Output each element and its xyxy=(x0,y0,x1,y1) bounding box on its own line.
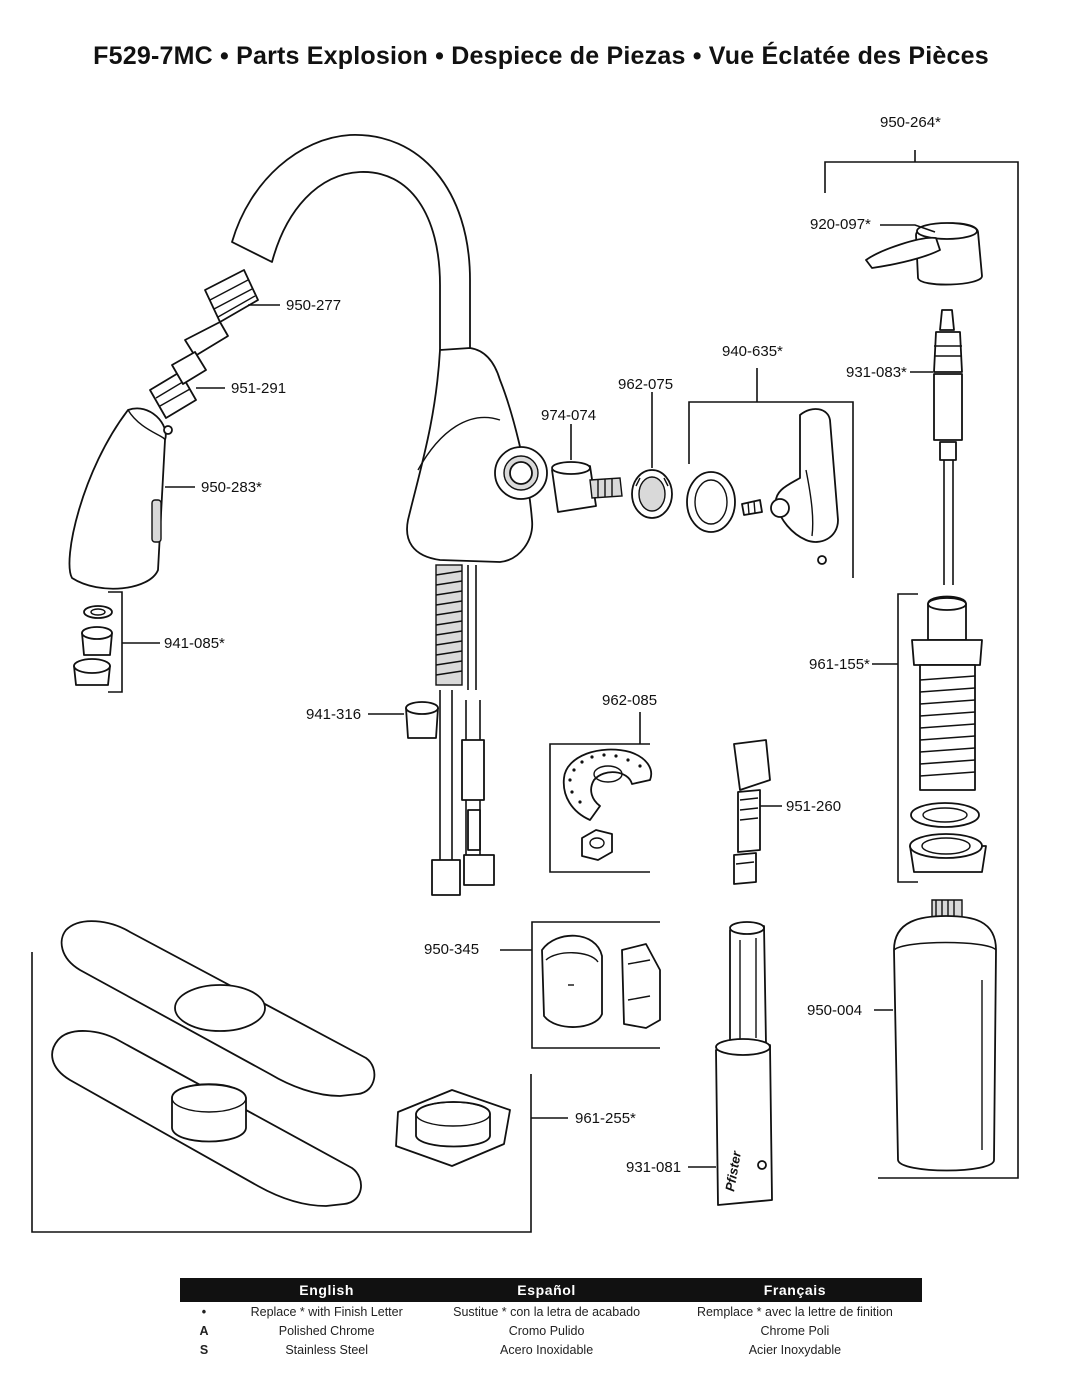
bracket-962-085 xyxy=(549,712,650,873)
legend-header-english: English xyxy=(228,1278,426,1302)
page-title: F529-7MC • Parts Explosion • Despiece de… xyxy=(93,42,989,70)
legend-row: • Replace * with Finish Letter Sustitue … xyxy=(180,1302,922,1321)
soap-body-961-155 xyxy=(909,595,987,873)
soap-pump-head-920-097 xyxy=(865,222,983,286)
pump-shaft-931-083 xyxy=(933,309,963,585)
legend-header-row: English Español Français xyxy=(180,1278,922,1302)
legend-table: English Español Français • Replace * wit… xyxy=(180,1278,922,1359)
hose-weight-941-316 xyxy=(405,701,439,739)
label-951-260: 951-260 xyxy=(786,798,841,815)
soap-bottle-950-004 xyxy=(893,899,997,1172)
hose-connector-950-277 xyxy=(184,269,259,357)
handle-940-635 xyxy=(686,408,839,565)
faucet-spout xyxy=(231,134,471,351)
quick-connect-951-260 xyxy=(733,739,771,885)
side-spray-clip-950-345 xyxy=(541,934,661,1029)
label-961-155: 961-155* xyxy=(809,656,870,673)
finish-legend: English Español Français • Replace * wit… xyxy=(180,1278,922,1359)
legend-fr: Remplace * avec la lettre de finition xyxy=(696,1304,893,1319)
label-920-097: 920-097* xyxy=(810,216,871,233)
label-950-004: 950-004 xyxy=(807,1002,862,1019)
label-940-635: 940-635* xyxy=(722,343,783,360)
cartridge-974-074 xyxy=(551,461,623,513)
deck-plate-961-255 xyxy=(51,920,511,1207)
legend-header-espanol: Español xyxy=(425,1278,668,1302)
legend-row: A Polished Chrome Cromo Pulido Chrome Po… xyxy=(180,1321,922,1340)
mounting-hardware-962-085 xyxy=(562,748,652,861)
label-962-075: 962-075 xyxy=(618,376,673,393)
label-962-085: 962-085 xyxy=(602,692,657,709)
label-950-264: 950-264* xyxy=(880,114,941,131)
label-950-345: 950-345 xyxy=(424,941,479,958)
label-941-085: 941-085* xyxy=(164,635,225,652)
bracket-941-085 xyxy=(108,591,160,693)
legend-en: Polished Chrome xyxy=(278,1323,375,1338)
legend-es: Acero Inoxidable xyxy=(500,1342,594,1357)
label-931-083: 931-083* xyxy=(846,364,907,381)
spray-head-950-283 xyxy=(68,407,173,590)
riser-931-081: Pfister xyxy=(715,921,773,1206)
legend-es: Sustitue * con la letra de acabado xyxy=(453,1304,641,1319)
label-941-316: 941-316 xyxy=(306,706,361,723)
legend-key: • xyxy=(201,1304,207,1319)
supply-hoses xyxy=(431,564,495,896)
brand-mark: Pfister xyxy=(722,1149,744,1192)
label-961-255: 961-255* xyxy=(575,1110,636,1127)
legend-row: S Stainless Steel Acero Inoxidable Acier… xyxy=(180,1340,922,1359)
label-950-283: 950-283* xyxy=(201,479,262,496)
bracket-961-255 xyxy=(31,952,568,1233)
label-950-277: 950-277 xyxy=(286,297,341,314)
leader-920-097 xyxy=(880,224,936,233)
label-951-291: 951-291 xyxy=(231,380,286,397)
bracket-950-264 xyxy=(824,150,1019,1179)
label-974-074: 974-074 xyxy=(541,407,596,424)
parts-explosion-diagram: Pfister xyxy=(31,114,1019,1233)
legend-header-francais: Français xyxy=(667,1278,922,1302)
legend-fr: Chrome Poli xyxy=(760,1323,830,1338)
legend-en: Replace * with Finish Letter xyxy=(250,1304,403,1319)
legend-key: A xyxy=(199,1323,209,1338)
legend-en: Stainless Steel xyxy=(285,1342,369,1357)
bracket-961-155 xyxy=(872,593,918,883)
legend-es: Cromo Pulido xyxy=(508,1323,585,1338)
legend-fr: Acier Inoxydable xyxy=(748,1342,842,1357)
legend-header-key xyxy=(180,1278,228,1302)
bracket-950-345 xyxy=(500,921,660,1049)
faucet-body xyxy=(406,347,548,563)
aerator-941-085 xyxy=(73,605,113,686)
label-931-081: 931-081 xyxy=(626,1159,681,1176)
bonnet-nut-962-075 xyxy=(631,469,673,519)
bracket-940-635 xyxy=(688,368,854,578)
legend-key: S xyxy=(199,1342,209,1357)
check-valve-951-291 xyxy=(149,351,207,419)
